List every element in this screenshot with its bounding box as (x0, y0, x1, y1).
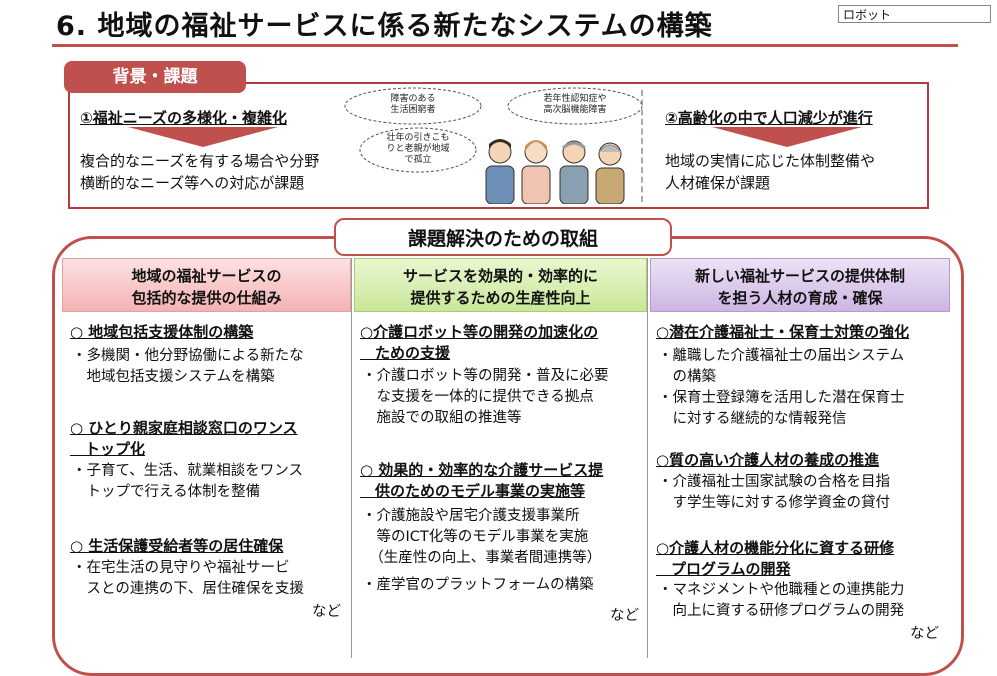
down-arrow-icon (128, 127, 278, 147)
page-title: 6. 地域の福祉サービスに係る新たなシステムの構築 (56, 11, 713, 42)
background-divider (641, 90, 643, 202)
item-body: ・在宅生活の見守りや福祉サービ スとの連携の下、居住確保を支援 (72, 560, 304, 597)
thought-bubble: 若年性認知症や 高次脳機能障害 (506, 86, 644, 126)
solution-column-3: 新しい福祉サービスの提供体制 を担う人材の育成・確保 ○潜在介護福祉士・保育士対… (650, 258, 950, 658)
issue-1-heading: ①福祉ニーズの多様化・複雑化 (80, 109, 287, 127)
search-input[interactable]: ロボット (838, 5, 991, 23)
solution-column-1: 地域の福祉サービスの 包括的な提供の仕組み ○ 地域包括支援体制の構築 ・多機関… (62, 258, 352, 658)
item-body: ・介護施設や居宅介護支援事業所 等のICT化等のモデル事業を実施 （生産性の向上… (362, 508, 602, 593)
item-title: ○潜在介護福祉士・保育士対策の強化 (656, 323, 910, 341)
item-title: ○ 効果的・効率的な介護サービス提 供のためのモデル事業の実施等 (360, 461, 604, 500)
down-arrow-icon (712, 127, 862, 147)
issue-2-heading: ②高齢化の中で人口減少が進行 (665, 109, 873, 127)
issue-1-text: 複合的なニーズを有する場合や分野 横断的なニーズ等への対応が課題 (80, 152, 320, 192)
people-illustration (485, 139, 625, 204)
item-body: ・多機関・他分野協働による新たな 地域包括支援システムを構築 (72, 348, 304, 385)
title-divider (52, 44, 958, 47)
column-header: 地域の福祉サービスの 包括的な提供の仕組み (62, 258, 351, 312)
item-title: ○介護人材の機能分化に資する研修 プログラムの開発 (656, 539, 895, 578)
item-title: ○ 地域包括支援体制の構築 (70, 323, 254, 341)
solutions-title: 課題解決のための取組 (334, 218, 672, 256)
item-body: ・子育て、生活、就業相談をワンス トップで行える体制を整備 (72, 463, 303, 500)
solution-column-2: サービスを効果的・効率的に 提供するための生産性向上 ○介護ロボット等の開発の加… (354, 258, 648, 658)
item-body: ・マネジメントや他職種との連携能力 向上に資する研修プログラムの開発 (658, 582, 905, 619)
etc-label: など (312, 604, 341, 620)
background-tab: 背景・課題 (64, 61, 246, 93)
item-title: ○質の高い介護人材の養成の推進 (656, 451, 880, 469)
column-header: 新しい福祉サービスの提供体制 を担う人材の育成・確保 (650, 258, 950, 312)
etc-label: など (910, 626, 939, 642)
item-title: ○介護ロボット等の開発の加速化の ための支援 (360, 323, 599, 362)
item-title: ○ ひとり親家庭相談窓口のワンス トップ化 (70, 419, 298, 458)
item-title: ○ 生活保護受給者等の居住確保 (70, 537, 284, 555)
thought-bubble: 障害のある 生活困窮者 (343, 86, 483, 126)
issue-2-text: 地域の実情に応じた体制整備や 人材確保が課題 (665, 152, 876, 192)
item-body: ・介護福祉士国家試験の合格を目指 す学生等に対する修学資金の貸付 (658, 474, 890, 511)
thought-bubble: 壮年の引きこも りと老親が地域 で孤立 (358, 126, 478, 174)
item-body: ・介護ロボット等の開発・普及に必要 な支援を一体的に提供できる拠点 施設での取組… (362, 368, 609, 426)
etc-label: など (610, 608, 639, 624)
column-header: サービスを効果的・効率的に 提供するための生産性向上 (354, 258, 647, 312)
item-body: ・離職した介護福祉士の届出システム の構築 ・保育士登録簿を活用した潜在保育士 … (658, 348, 905, 427)
